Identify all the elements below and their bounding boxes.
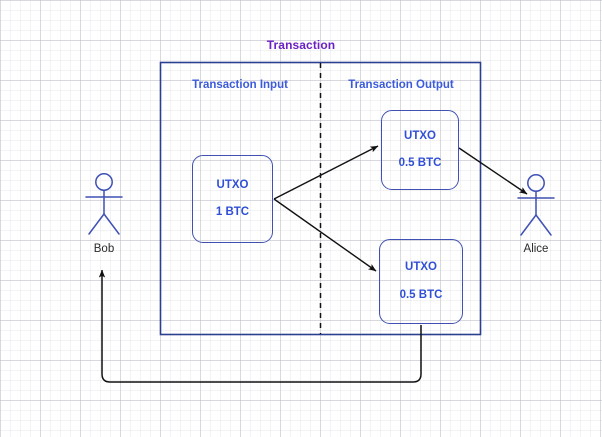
- actor-bob-figure: [85, 173, 123, 235]
- utxo-input-name: UTXO: [216, 178, 249, 191]
- edge-input-to-output1: [273, 145, 379, 200]
- utxo-output-1-amount: 0.5 BTC: [398, 157, 442, 169]
- actor-alice-figure: [517, 174, 555, 236]
- actor-label-bob: Bob: [93, 243, 115, 255]
- utxo-output-2-amount: 0.5 BTC: [399, 288, 443, 301]
- edge-input-to-output2: [273, 198, 377, 272]
- actor-label-alice: Alice: [523, 243, 549, 255]
- utxo-node-output-1[interactable]: UTXO 0.5 BTC: [381, 110, 459, 190]
- page-title: Transaction: [266, 38, 336, 52]
- utxo-output-2-name: UTXO: [405, 261, 437, 273]
- utxo-output-1-name: UTXO: [404, 129, 436, 142]
- utxo-node-output-2[interactable]: UTXO 0.5 BTC: [379, 239, 463, 324]
- edge-output2-to-bob: [98, 269, 422, 383]
- section-title-transaction-input: Transaction Input: [192, 79, 288, 91]
- utxo-input-amount: 1 BTC: [215, 206, 250, 218]
- section-title-transaction-output: Transaction Output: [348, 79, 454, 91]
- utxo-node-input[interactable]: UTXO 1 BTC: [192, 155, 273, 243]
- edge-output1-to-alice: [458, 147, 528, 195]
